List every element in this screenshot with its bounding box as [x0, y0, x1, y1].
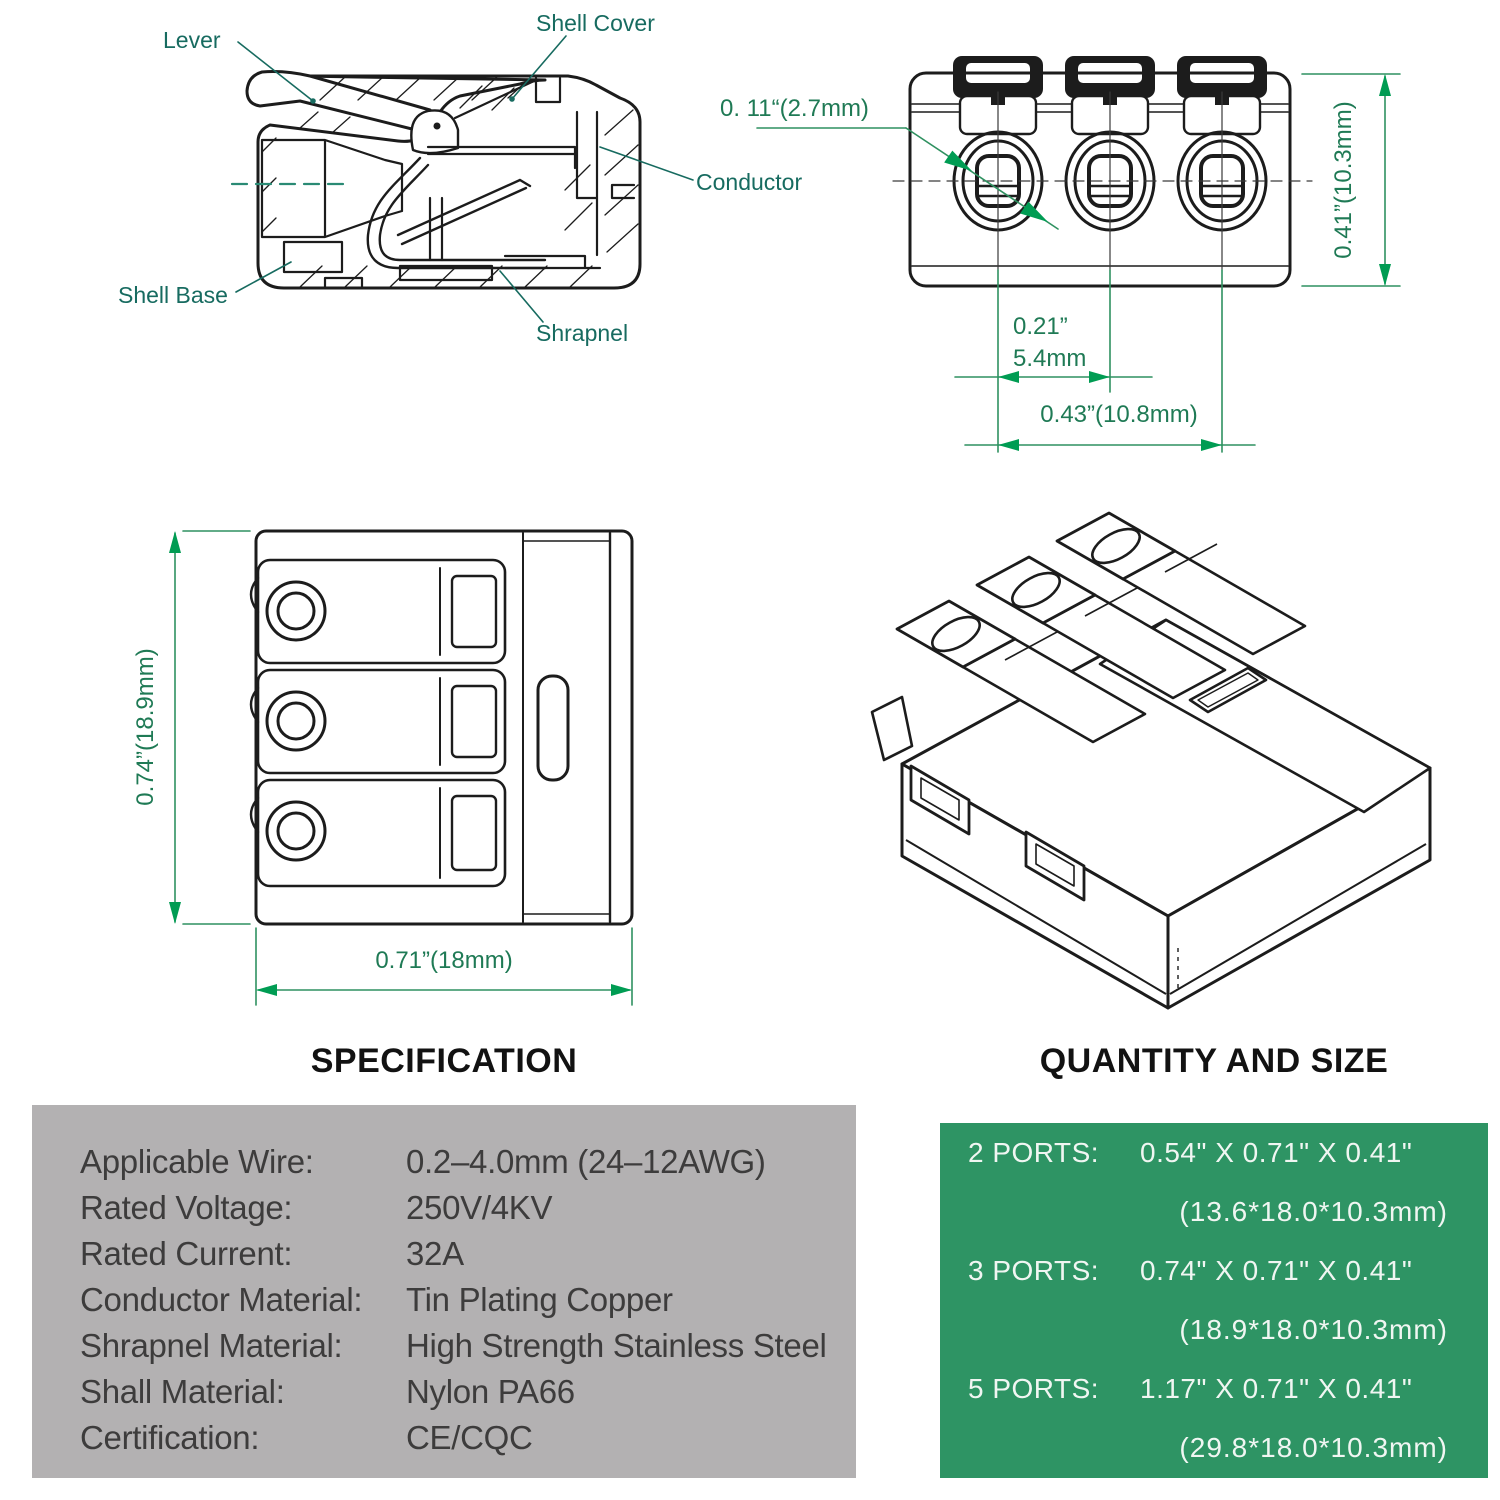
qty-row: 3 PORTS: 0.74" X 0.71" X 0.41" (18.9*18.…	[940, 1241, 1488, 1359]
dim-pitch-mm: 5.4mm	[1013, 345, 1086, 372]
quantity-size-table: 2 PORTS: 0.54" X 0.71" X 0.41" (13.6*18.…	[940, 1123, 1488, 1478]
dimension-arrows	[944, 74, 1391, 451]
cross-section-view: Lever Shell Cover Conductor Shell Base S…	[118, 10, 802, 346]
lever-unit-3	[249, 778, 507, 888]
specification-title: SPECIFICATION	[310, 1042, 578, 1080]
lever-unit-2	[249, 668, 507, 775]
spec-label: Rated Voltage:	[80, 1189, 293, 1226]
lever-unit-1	[249, 558, 507, 665]
specification-table: Applicable Wire: 0.2–4.0mm (24–12AWG) Ra…	[32, 1105, 856, 1478]
spec-row: Shrapnel Material: High Strength Stainle…	[80, 1323, 836, 1369]
spec-row: Certification: CE/CQC	[80, 1415, 836, 1461]
quantity-size-title: QUANTITY AND SIZE	[1039, 1042, 1389, 1080]
spec-label: Conductor Material:	[80, 1281, 363, 1318]
dim-pitch-inch: 0.21”	[1013, 313, 1068, 340]
dim-height: 0.41”(10.3mm)	[1330, 101, 1357, 258]
label-lever: Lever	[163, 27, 221, 53]
label-shell-base: Shell Base	[118, 282, 228, 308]
iso-levers	[895, 511, 1307, 744]
qty-label: 5 PORTS:	[968, 1373, 1100, 1404]
qty-label: 3 PORTS:	[968, 1255, 1100, 1286]
spec-label: Applicable Wire:	[80, 1143, 314, 1180]
spec-label: Certification:	[80, 1419, 260, 1456]
qty-inch-dims: 0.54" X 0.71" X 0.41"	[1140, 1137, 1413, 1168]
spec-row: Conductor Material: Tin Plating Copper	[80, 1277, 836, 1323]
dim-span: 0.43”(10.8mm)	[1040, 401, 1197, 428]
qty-mm-dims: (29.8*18.0*10.3mm)	[1179, 1432, 1448, 1463]
technical-diagrams: Lever Shell Cover Conductor Shell Base S…	[118, 10, 1432, 1010]
spec-row: Applicable Wire: 0.2–4.0mm (24–12AWG)	[80, 1139, 836, 1185]
qty-mm-dims: (18.9*18.0*10.3mm)	[1179, 1314, 1448, 1345]
spec-value: CE/CQC	[406, 1419, 533, 1456]
spec-label: Shrapnel Material:	[80, 1327, 343, 1364]
dim-length: 0.74”(18.9mm)	[132, 648, 159, 805]
isometric-view	[870, 511, 1432, 1010]
iso-port-slots	[909, 764, 1086, 902]
spec-row: Rated Voltage: 250V/4KV	[80, 1185, 836, 1231]
qty-label: 2 PORTS:	[968, 1137, 1100, 1168]
spec-label: Shall Material:	[80, 1373, 285, 1410]
spec-value: 0.2–4.0mm (24–12AWG)	[406, 1143, 766, 1180]
label-shrapnel: Shrapnel	[536, 320, 628, 346]
spec-value: 250V/4KV	[406, 1189, 553, 1226]
spec-row: Shall Material: Nylon PA66	[80, 1369, 836, 1415]
spec-value: Nylon PA66	[406, 1373, 575, 1410]
qty-row: 2 PORTS: 0.54" X 0.71" X 0.41" (13.6*18.…	[940, 1123, 1488, 1241]
spec-value: Tin Plating Copper	[406, 1281, 673, 1318]
front-view: 0. 11“(2.7mm) 0.41”(10.3mm) 0.21” 5.4mm …	[720, 56, 1401, 453]
hatching	[261, 76, 639, 288]
dim-port-diameter: 0. 11“(2.7mm)	[720, 95, 869, 122]
spec-row: Rated Current: 32A	[80, 1231, 836, 1277]
qty-row: 5 PORTS: 1.17" X 0.71" X 0.41" (29.8*18.…	[940, 1359, 1488, 1477]
spec-label: Rated Current:	[80, 1235, 293, 1272]
label-conductor: Conductor	[696, 169, 802, 195]
qty-inch-dims: 0.74" X 0.71" X 0.41"	[1140, 1255, 1413, 1286]
top-view: 0.74”(18.9mm) 0.71”(18mm)	[132, 529, 634, 1006]
spec-value: 32A	[406, 1235, 464, 1272]
label-shell-cover: Shell Cover	[536, 10, 655, 36]
qty-mm-dims: (13.6*18.0*10.3mm)	[1179, 1196, 1448, 1227]
dim-width: 0.71”(18mm)	[375, 947, 512, 974]
qty-inch-dims: 1.17" X 0.71" X 0.41"	[1140, 1373, 1413, 1404]
spec-value: High Strength Stainless Steel	[406, 1327, 827, 1364]
